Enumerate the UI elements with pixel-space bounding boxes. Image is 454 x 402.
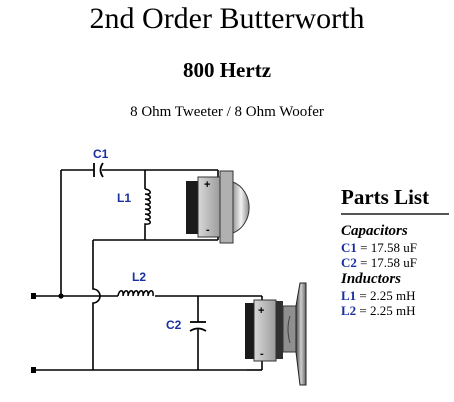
tweeter-minus-terminal: - [206, 224, 210, 236]
l2-label: L2 [132, 270, 146, 284]
l2-inductor [117, 290, 154, 297]
part-c1: C1 = 17.58 uF [341, 240, 417, 255]
junction-dot [58, 293, 64, 299]
part-l1: L1 = 2.25 mH [341, 288, 416, 303]
capacitors-heading: Capacitors [341, 223, 408, 239]
woofer-speaker [245, 282, 307, 386]
input-terminal-positive [31, 293, 36, 299]
inductors-heading: Inductors [341, 271, 402, 287]
tweeter-return-vertical [92, 240, 101, 370]
crossover-frequency: 800 Hertz [182, 58, 272, 82]
c2-capacitor [189, 321, 207, 332]
tweeter-plus-terminal: + [204, 179, 210, 191]
c2-label: C2 [166, 318, 182, 332]
driver-description: 8 Ohm Tweeter / 8 Ohm Woofer [130, 104, 324, 120]
part-l2: L2 = 2.25 mH [341, 303, 416, 318]
l1-inductor [144, 188, 151, 226]
woofer-minus-terminal: - [260, 348, 264, 360]
woofer-plus-terminal: + [258, 305, 264, 317]
tweeter-speaker [186, 170, 250, 244]
page-title: 2nd Order Butterworth [89, 2, 365, 35]
c1-label: C1 [93, 147, 109, 161]
c1-capacitor [93, 162, 104, 178]
l1-label: L1 [117, 191, 131, 205]
parts-list: Parts List Capacitors C1 = 17.58 uF C2 =… [341, 185, 449, 318]
parts-list-title: Parts List [341, 185, 449, 215]
part-c2: C2 = 17.58 uF [341, 255, 417, 270]
input-terminal-negative [31, 367, 36, 373]
